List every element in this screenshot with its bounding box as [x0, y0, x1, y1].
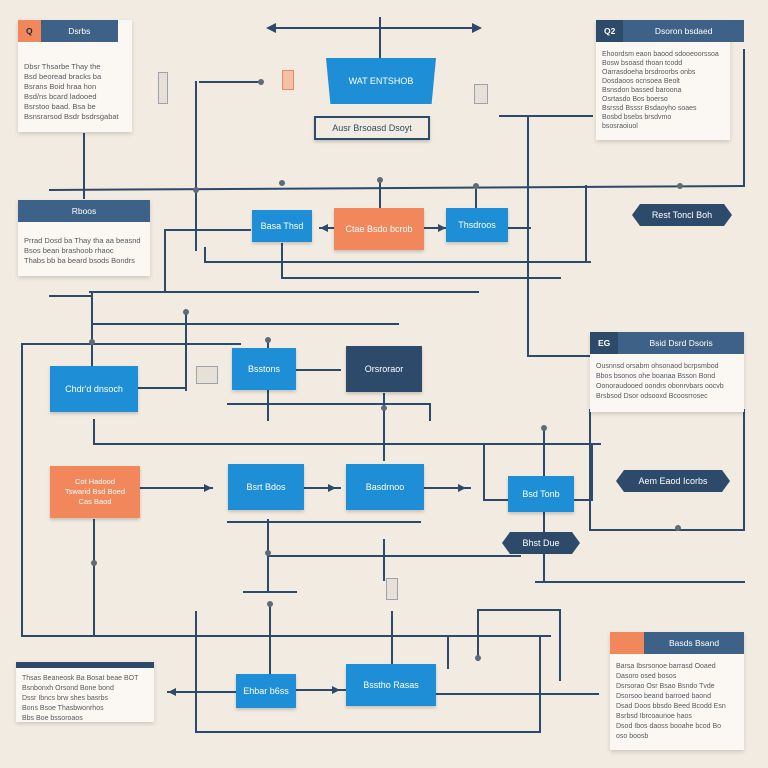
connector-pin [265, 550, 271, 556]
row4-node-2[interactable]: Basdrnoo [346, 464, 424, 510]
note-card-body: Ehoordsm eaon baood sdooeoorssoa Bosw bs… [602, 51, 719, 130]
note-card-6: Basds Bsand Barsa Ibsrsonoe barrasd Ooae… [610, 632, 744, 750]
note-card-header: Q2 Dsoron bsdaed [596, 20, 744, 42]
connector-pin [475, 655, 481, 661]
connector-pin [473, 183, 479, 189]
row4-node-3[interactable]: Bsd Tonb [508, 476, 574, 512]
header-main-node[interactable]: WAT ENTSHOB [326, 58, 436, 104]
note-number-block [610, 632, 644, 654]
component-box [196, 366, 218, 384]
note-card-header: Q Dsrbs [18, 20, 118, 42]
note-card-header: Rboos [18, 200, 150, 222]
right-tag-2[interactable]: Aem Eaod Icorbs [616, 470, 730, 492]
connector-pin [377, 177, 383, 183]
row3-center-node[interactable]: Bsstons [232, 348, 296, 390]
note-card-body: Prrad Dosd ba Thay tha aa beasnd Bsos be… [24, 236, 141, 265]
note-card-body: Ousnnsd orsabm ohsonaod bcrpsmbod Bbos b… [596, 363, 724, 400]
note-card-4: EG Bsid Dsrd Dsoris Ousnnsd orsabm ohson… [590, 332, 744, 412]
center-small-tag[interactable]: Bhst Due [502, 532, 580, 554]
note-card-1: Q Dsrbs Dbsr Thsarbe Thay the Bsd beorea… [18, 20, 132, 132]
row3-navy-node[interactable]: Orsroraor [346, 346, 422, 392]
note-card-body: Thsas Beaneosk Ba Bosat beae BOT Bsnbonx… [22, 675, 139, 722]
connector-pin [381, 405, 387, 411]
note-card-2: Rboos Prrad Dosd ba Thay tha aa beasnd B… [18, 200, 150, 276]
connector-pin [675, 525, 681, 531]
connector-pin [258, 79, 264, 85]
component-box [158, 72, 168, 104]
connector-pin [279, 180, 285, 186]
note-card-body: Barsa Ibsrsonoe barrasd Ooaed Dasoro ose… [616, 663, 726, 740]
bottom-node-2[interactable]: Bsstho Rasas [346, 664, 436, 706]
subheader-node[interactable]: Ausr Brsoasd Dsoyt [314, 116, 430, 140]
connector-pin [89, 339, 95, 345]
center-orange-node[interactable]: Ctae Bsdo bcrob [334, 208, 424, 250]
left-mid-node[interactable]: Basa Thsd [252, 210, 312, 242]
component-box [282, 70, 294, 90]
connector-pin [677, 183, 683, 189]
bottom-node-1[interactable]: Ehbar b6ss [236, 674, 296, 708]
note-card-3: Q2 Dsoron bsdaed Ehoordsm eaon baood sdo… [596, 20, 744, 140]
connector-pin [541, 425, 547, 431]
connector-pin [183, 309, 189, 315]
note-card-header: Basds Bsand [610, 632, 744, 654]
component-box [474, 84, 488, 104]
right-tag-1[interactable]: Rest Toncl Boh [632, 204, 732, 226]
note-card-5: Thsas Beaneosk Ba Bosat beae BOT Bsnbonx… [16, 662, 154, 722]
component-box [386, 578, 398, 600]
note-card-body: Dbsr Thsarbe Thay the Bsd beoread bracks… [24, 62, 119, 121]
connector-pin [267, 601, 273, 607]
connector-pin [193, 187, 199, 193]
connector-pin [265, 337, 271, 343]
connector-pin [91, 560, 97, 566]
note-card-header: EG Bsid Dsrd Dsoris [590, 332, 744, 354]
row3-left-node[interactable]: Chdr'd dnsoch [50, 366, 138, 412]
row4-left-orange-node[interactable]: Cot Hadood Tswarid Bsd Boed Cas Baod [50, 466, 140, 518]
row4-node-1[interactable]: Bsrt Bdos [228, 464, 304, 510]
right-mid-node[interactable]: Thsdroos [446, 208, 508, 242]
